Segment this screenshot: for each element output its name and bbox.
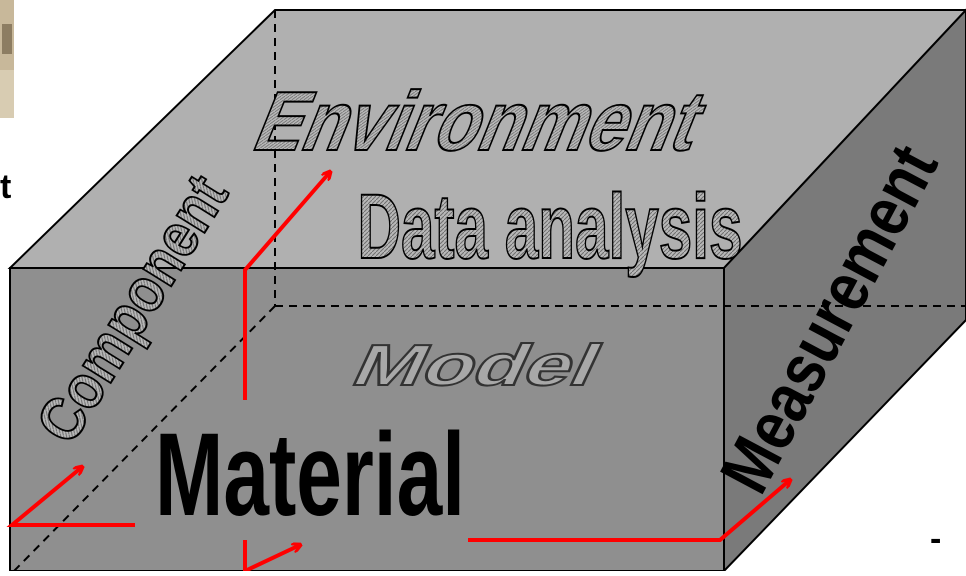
edge-letter-t: t <box>0 168 12 206</box>
box-right-face <box>723 8 966 574</box>
environment-label-group: Environment <box>241 73 721 169</box>
arrow-to-measurement <box>468 480 790 542</box>
environment-label: Environment <box>242 74 720 168</box>
model-label: Model <box>343 333 613 398</box>
photo-thumbnail <box>0 0 14 118</box>
arrow-up-to-data-analysis <box>243 172 330 400</box>
arrow-left-axis <box>6 467 135 527</box>
data-analysis-label: Data analysis <box>358 176 743 278</box>
material-label: Material <box>155 409 465 541</box>
edge-dash: - <box>930 520 942 558</box>
